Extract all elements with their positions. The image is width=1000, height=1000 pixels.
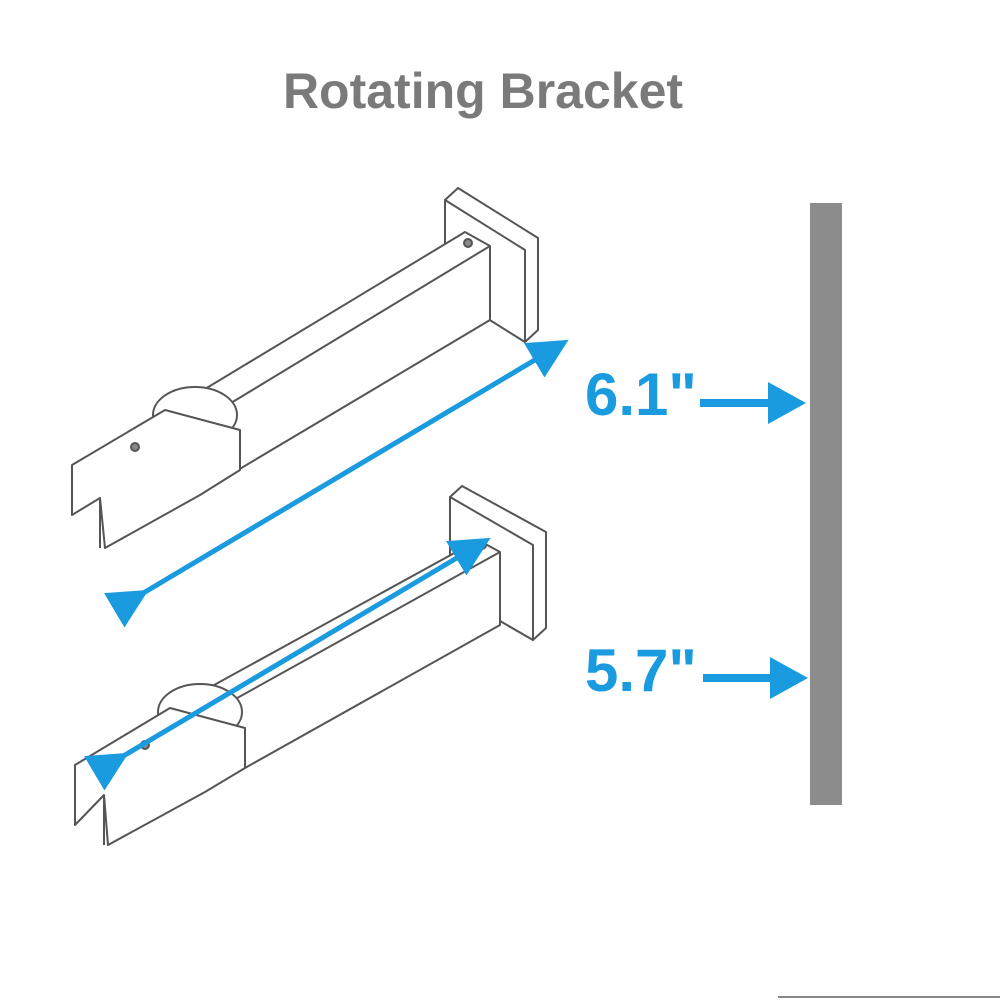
measurement-label-retracted: 5.7" xyxy=(585,637,697,704)
bracket-retracted xyxy=(74,485,547,846)
wall xyxy=(810,203,842,805)
measurement-label-extended: 6.1" xyxy=(585,361,697,428)
diagram-title: Rotating Bracket xyxy=(282,63,684,119)
arm-bottom xyxy=(204,539,501,769)
arm-top xyxy=(199,231,491,471)
dimension-arrow-retracted xyxy=(83,537,491,791)
